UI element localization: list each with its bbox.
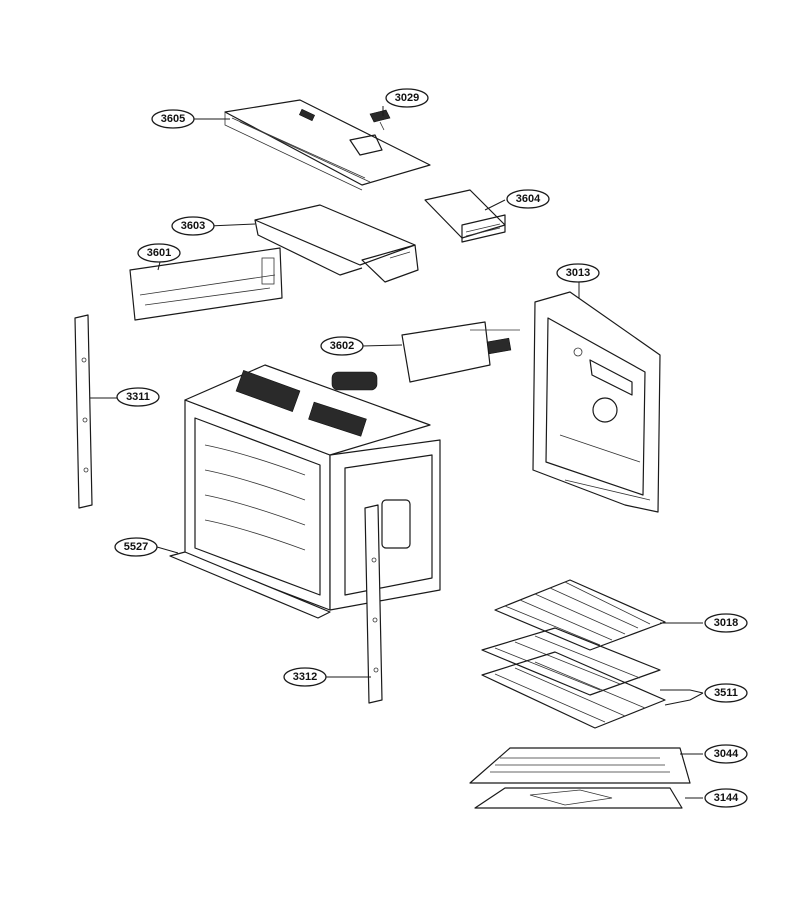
part-oven-body	[184, 364, 441, 611]
part-rear-panel	[532, 291, 661, 513]
callout-3013: 3013	[556, 263, 600, 283]
part-right-rail	[364, 504, 383, 704]
callout-3511: 3511	[704, 683, 748, 703]
svg-text:3602: 3602	[330, 340, 354, 352]
svg-text:3603: 3603	[181, 220, 205, 232]
callout-3044: 3044	[704, 744, 748, 764]
leader-lines	[90, 106, 704, 799]
svg-text:3312: 3312	[293, 671, 317, 683]
part-sensor	[369, 109, 391, 131]
callout-3029: 3029	[385, 88, 429, 108]
part-side-shield	[129, 247, 283, 321]
part-broil-pan	[474, 787, 683, 809]
svg-text:3604: 3604	[516, 193, 541, 205]
callout-3144: 3144	[704, 788, 748, 808]
callout-3018: 3018	[704, 613, 748, 633]
svg-text:3044: 3044	[714, 748, 739, 760]
part-vent-bracket	[424, 189, 506, 243]
part-sliding-racks	[481, 627, 666, 729]
part-top-rack	[494, 579, 666, 651]
svg-text:3013: 3013	[566, 267, 590, 279]
part-left-rail	[74, 314, 93, 509]
svg-text:5527: 5527	[124, 541, 148, 553]
callout-3602: 3602	[320, 336, 364, 356]
part-top-cover	[224, 99, 431, 191]
part-bottom-trim	[169, 551, 331, 619]
svg-text:3311: 3311	[126, 391, 150, 403]
callout-5527: 5527	[114, 537, 158, 557]
callout-3604: 3604	[506, 189, 550, 209]
part-broil-grid	[469, 747, 691, 784]
callout-3312: 3312	[283, 667, 327, 687]
svg-text:3018: 3018	[714, 617, 738, 629]
svg-text:3511: 3511	[714, 687, 738, 699]
callout-3605: 3605	[151, 109, 195, 129]
svg-text:3605: 3605	[161, 113, 185, 125]
svg-text:3029: 3029	[395, 92, 419, 104]
callout-3311: 3311	[116, 387, 160, 407]
callout-3603: 3603	[171, 216, 215, 236]
svg-text:3144: 3144	[714, 792, 739, 804]
part-control-bracket	[401, 321, 520, 383]
callout-3601: 3601	[137, 243, 181, 263]
part-upper-shield	[254, 204, 419, 283]
svg-text:3601: 3601	[147, 247, 171, 259]
